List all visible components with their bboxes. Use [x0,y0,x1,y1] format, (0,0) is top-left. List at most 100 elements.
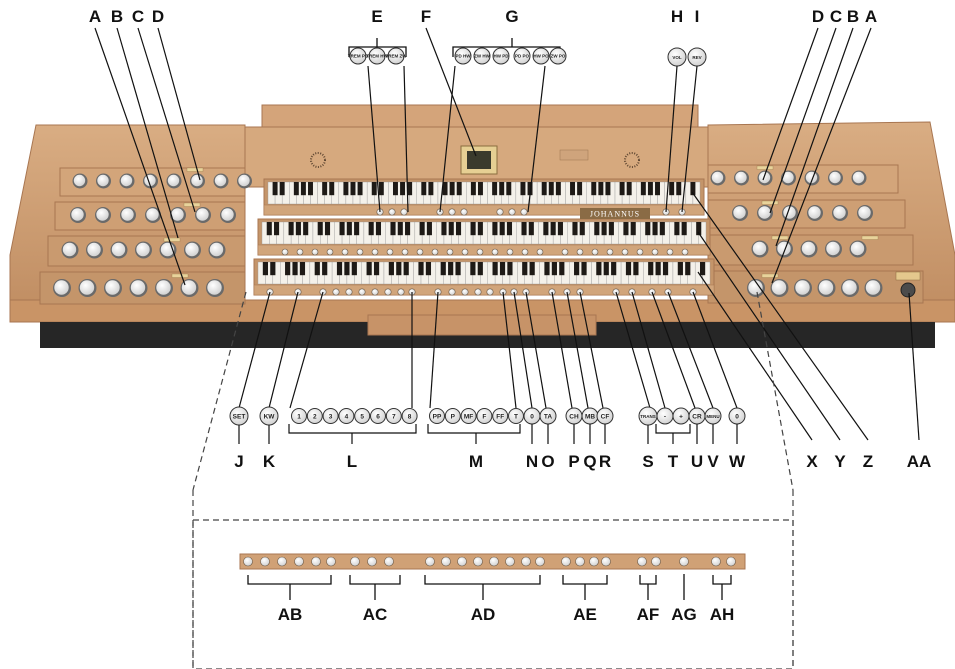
combination-button-4[interactable]: 4 [338,408,355,424]
dynamic-button-t[interactable]: T [508,408,524,424]
piston-button[interactable] [371,248,379,256]
strip-piston-button[interactable] [311,556,321,567]
piston-button[interactable] [576,248,584,256]
strip-piston-button[interactable] [473,556,483,567]
stop-knob[interactable] [119,173,135,189]
stop-knob[interactable] [184,241,201,259]
piston-button[interactable] [431,248,439,256]
mb-button[interactable]: MB [581,407,599,425]
stop-knob[interactable] [776,240,793,258]
piston-button[interactable] [384,288,392,296]
trem-zw-button[interactable]: TREM ZW [386,47,408,65]
strip-piston-button[interactable] [367,556,377,567]
stop-knob[interactable] [110,241,128,259]
ta-button[interactable]: TA [539,407,557,425]
stop-knob[interactable] [857,205,873,221]
piston-button[interactable] [332,288,340,296]
stop-knob[interactable] [155,279,173,297]
stop-knob[interactable] [770,279,789,297]
stop-knob[interactable] [145,207,161,223]
stop-knob[interactable] [804,170,820,186]
piston-button[interactable] [416,248,424,256]
minus-button[interactable]: - [656,407,674,425]
piston-button[interactable] [326,248,334,256]
menu-button[interactable]: MENU [704,407,722,425]
stop-knob[interactable] [734,170,749,186]
piston-button[interactable] [461,288,469,296]
piston-button[interactable] [446,248,454,256]
piston-button[interactable] [460,208,468,216]
stop-knob[interactable] [781,170,796,186]
stop-knob[interactable] [72,173,88,189]
stop-knob[interactable] [195,207,211,223]
combination-button-3[interactable]: 3 [322,408,339,424]
piston-button[interactable] [508,208,516,216]
stop-knob[interactable] [817,279,836,297]
stop-knob[interactable] [120,207,136,223]
stop-knob[interactable] [135,241,152,259]
combination-button-5[interactable]: 5 [354,408,371,424]
piston-button[interactable] [296,248,304,256]
strip-piston-button[interactable] [505,556,515,567]
coupler-button[interactable]: PD PO [513,47,531,65]
piston-button[interactable] [397,288,405,296]
piston-button[interactable] [521,248,529,256]
coupler-button[interactable]: ZW HW [473,47,491,65]
stop-knob[interactable] [159,241,177,259]
piston-button[interactable] [448,288,456,296]
piston-button[interactable] [681,248,689,256]
piston-button[interactable] [281,248,289,256]
stop-knob[interactable] [86,241,103,259]
stop-knob[interactable] [96,173,111,189]
piston-button[interactable] [651,248,659,256]
coupler-button[interactable]: ZW PO [549,47,567,65]
piston-button[interactable] [341,248,349,256]
stop-knob[interactable] [841,279,859,297]
strip-piston-button[interactable] [457,556,467,567]
strip-piston-button[interactable] [489,556,499,567]
stop-knob[interactable] [53,279,71,297]
strip-piston-button[interactable] [679,556,689,567]
strip-piston-button[interactable] [561,556,571,567]
piston-button[interactable] [520,208,528,216]
combination-button-6[interactable]: 6 [370,408,386,424]
strip-piston-button[interactable] [350,556,360,567]
combination-button-7[interactable]: 7 [385,408,402,424]
piston-button[interactable] [491,248,499,256]
stop-knob[interactable] [851,170,867,186]
strip-piston-button[interactable] [441,556,451,567]
dynamic-button-mf[interactable]: MF [460,408,477,424]
stop-knob[interactable] [220,207,236,223]
stop-knob[interactable] [864,279,883,297]
stop-knob[interactable] [832,205,848,221]
piston-button[interactable] [666,248,674,256]
dynamic-button-ff[interactable]: FF [492,408,509,424]
strip-piston-button[interactable] [294,556,304,567]
piston-button[interactable] [388,208,396,216]
rev-button[interactable]: REV [687,47,707,67]
stop-knob[interactable] [208,241,226,259]
n-zero-button[interactable]: 0 [523,407,541,425]
coupler-button[interactable]: PD HW [454,47,472,65]
stop-knob[interactable] [794,279,812,297]
strip-piston-button[interactable] [277,556,287,567]
piston-button[interactable] [356,248,364,256]
stop-knob[interactable] [95,207,111,223]
strip-piston-button[interactable] [637,556,647,567]
cr-button[interactable]: CR [688,407,706,425]
stop-knob[interactable] [800,240,818,258]
piston-button[interactable] [371,288,379,296]
piston-button[interactable] [474,288,482,296]
piston-button[interactable] [621,248,629,256]
strip-piston-button[interactable] [521,556,531,567]
stop-knob[interactable] [180,279,199,297]
strip-piston-button[interactable] [726,556,736,567]
kw-button[interactable]: KW [259,406,279,426]
vol-button[interactable]: VOL [667,47,687,67]
stop-knob[interactable] [825,240,842,258]
coupler-button[interactable]: HW PD [492,47,510,65]
w-zero-button[interactable]: 0 [728,407,746,425]
strip-piston-button[interactable] [326,556,336,567]
stop-knob[interactable] [170,207,186,223]
piston-button[interactable] [561,248,569,256]
